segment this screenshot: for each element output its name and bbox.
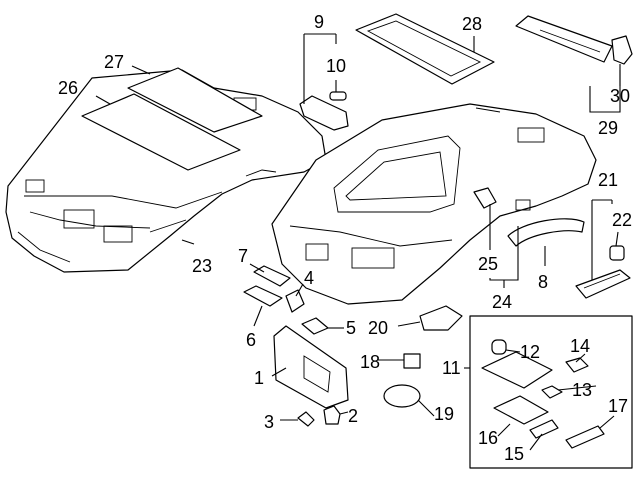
- callout-7: 7: [238, 246, 248, 266]
- sunroof-frame-28: [355, 13, 495, 85]
- dome-lamp-21: [575, 269, 631, 299]
- callout-27: 27: [104, 52, 124, 72]
- callout-1: 1: [254, 368, 264, 388]
- callout-2: 2: [348, 406, 358, 426]
- callout-25: 25: [478, 254, 498, 274]
- callout-4: 4: [304, 268, 314, 288]
- callout-24: 24: [492, 292, 512, 312]
- callout-29: 29: [598, 118, 618, 138]
- callout-8: 8: [538, 272, 548, 292]
- bulb-10: [329, 91, 347, 101]
- housing-16: [493, 395, 549, 425]
- hook-5: [301, 317, 329, 335]
- callout-23: 23: [192, 256, 212, 276]
- leader-lines: [95, 33, 621, 451]
- callout-9: 9: [314, 12, 324, 32]
- callout-12: 12: [520, 342, 540, 362]
- callout-26: 26: [58, 78, 78, 98]
- pad-26: [81, 93, 241, 171]
- fastener-2: [323, 405, 341, 425]
- fastener-3: [297, 411, 315, 427]
- callout-18: 18: [360, 352, 380, 372]
- lens-13: [541, 385, 563, 399]
- hook-4: [285, 289, 305, 313]
- module-20: [419, 305, 463, 331]
- bracket-9: [299, 95, 349, 131]
- callout-5: 5: [346, 318, 356, 338]
- harness-14: [565, 357, 589, 373]
- grab-handle-8: [507, 218, 585, 247]
- callout-16: 16: [478, 428, 498, 448]
- callout-20: 20: [368, 318, 388, 338]
- cover-17: [565, 425, 605, 449]
- group-box-11: [469, 315, 633, 469]
- callout-10: 10: [326, 56, 346, 76]
- callout-21: 21: [598, 170, 618, 190]
- callout-13: 13: [572, 380, 592, 400]
- connector-18: [403, 353, 421, 369]
- callout-19: 19: [434, 404, 454, 424]
- console-base: [481, 351, 553, 389]
- callout-14: 14: [570, 336, 590, 356]
- clip-30: [611, 35, 633, 65]
- callout-labels: 1 2 3 4 5 6 7 8 9 10 11 12 13 14 15 16 1…: [58, 12, 632, 464]
- bulb-22: [609, 245, 625, 261]
- lens-15: [529, 419, 559, 439]
- clip-25: [473, 187, 497, 209]
- bulb-12: [491, 339, 507, 355]
- callout-30: 30: [610, 86, 630, 106]
- pad-27: [127, 67, 263, 133]
- callout-22: 22: [612, 210, 632, 230]
- callout-15: 15: [504, 444, 524, 464]
- callout-17: 17: [608, 396, 628, 416]
- headliner-right: [271, 103, 597, 305]
- sun-visor-1: [273, 325, 349, 409]
- callout-28: 28: [462, 14, 482, 34]
- holder-6: [243, 285, 283, 307]
- callout-6: 6: [246, 330, 256, 350]
- cover-19: [383, 384, 421, 408]
- callout-11: 11: [442, 358, 461, 378]
- callout-3: 3: [264, 412, 274, 432]
